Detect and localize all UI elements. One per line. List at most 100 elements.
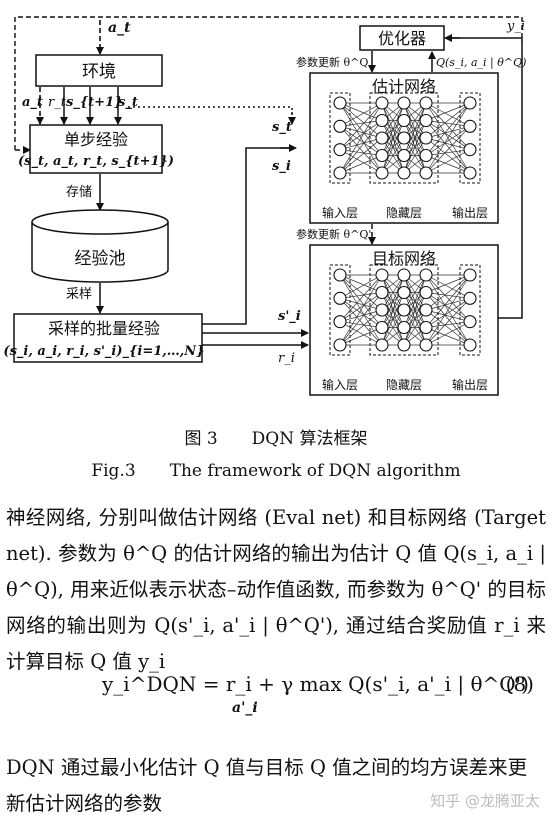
exp-tuple: (s_t, a_t, r_t, s_{t+1}) — [18, 154, 174, 169]
network-connection — [339, 149, 383, 174]
network-connection — [425, 274, 471, 346]
label-si: s_i — [272, 159, 291, 174]
equation-max-subscript: a'_i — [232, 700, 258, 716]
neuron-node — [333, 291, 347, 305]
network-connection — [425, 102, 471, 150]
body-paragraph-text: 神经网络, 分别叫做估计网络 (Eval net) 和目标网络 (Target … — [6, 506, 546, 673]
network-connection — [339, 126, 383, 156]
neuron-node — [333, 268, 347, 282]
network-connection — [339, 309, 383, 323]
equation-body: y_i^DQN = r_i + γ max Q(s'_i, a'_i | θ^Q… — [102, 672, 529, 696]
network-connection — [425, 126, 471, 174]
neuron-node — [375, 320, 389, 335]
network-connection — [339, 155, 383, 174]
network-connection — [425, 137, 471, 151]
network-connection — [425, 321, 471, 346]
target-net-label: 目标网络 — [372, 249, 436, 268]
yi-path — [446, 37, 523, 319]
label-param-update-q: 参数更新 θ^Q — [296, 55, 368, 69]
neuron-node — [463, 338, 477, 352]
outer-dashed-loop — [14, 16, 523, 150]
network-connection — [425, 321, 471, 328]
neuron-node — [375, 303, 389, 317]
neuron-node — [397, 320, 411, 335]
network-connection — [425, 102, 471, 156]
label-q-output: Q(s_i, a_i | θ^Q) — [436, 56, 526, 70]
figure-caption-cn: 图 3 DQN 算法框架 — [184, 429, 368, 449]
network-connection — [425, 155, 471, 174]
network-connection — [339, 102, 383, 150]
network-connection — [425, 102, 471, 174]
neuron-node — [419, 285, 433, 300]
network-connection — [339, 292, 383, 299]
network-connection — [339, 297, 383, 311]
neuron-node — [397, 131, 411, 145]
network-connection — [425, 297, 471, 311]
target-input-layer-label: 输入层 — [322, 377, 358, 392]
network-connection — [339, 102, 383, 121]
network-connection — [425, 292, 471, 322]
batch-tuple: (s_i, a_i, r_i, s'_i)_{i=1,…,N} — [3, 344, 204, 359]
network-connection — [425, 120, 471, 150]
neuron-node — [375, 131, 389, 145]
network-connection — [425, 149, 471, 156]
neuron-node — [463, 291, 477, 305]
pool-cylinder — [31, 222, 169, 283]
output-layer-frame — [459, 92, 481, 184]
network-connection — [425, 102, 471, 127]
network-connection — [339, 102, 383, 174]
watermark: 知乎 @龙腾亚太 — [430, 792, 540, 810]
network-connection — [339, 102, 383, 139]
network-connection — [381, 274, 405, 311]
network-connection — [381, 120, 405, 174]
label-yi: y_i — [506, 19, 525, 34]
network-connection — [425, 120, 471, 127]
neuron-node — [333, 338, 347, 352]
network-connection — [339, 102, 383, 156]
eval-net-label: 估计网络 — [372, 77, 436, 96]
network-connection — [381, 274, 405, 346]
label-st: s_t — [272, 120, 292, 135]
neuron-node — [419, 320, 433, 335]
network-connection — [425, 298, 471, 328]
network-connection — [381, 274, 405, 328]
neuron-node — [397, 96, 411, 110]
network-connection — [339, 120, 383, 150]
neuron-node — [397, 166, 411, 180]
hidden-layer-frame — [369, 264, 439, 356]
label-store: 存储 — [66, 185, 92, 200]
equation-number: (8) — [505, 672, 534, 696]
network-connection — [339, 327, 383, 346]
network-connection — [339, 298, 383, 328]
si-path — [202, 147, 294, 325]
network-connection — [425, 125, 471, 139]
neuron-node — [333, 166, 347, 180]
network-connection — [381, 137, 405, 174]
network-connection — [339, 125, 383, 139]
network-connection — [425, 274, 471, 322]
figure-caption-en: Fig.3 The framework of DQN algorithm — [91, 461, 461, 481]
network-connection — [425, 292, 471, 299]
neuron-node — [375, 166, 389, 180]
neuron-node — [419, 113, 433, 128]
label-sample: 采样 — [66, 287, 92, 302]
final-paragraph-text: DQN 通过最小化估计 Q 值与目标 Q 值之间的均方误差来更新估计网络的参数 — [6, 756, 528, 815]
eval-hidden-layer-label: 隐藏层 — [386, 206, 422, 220]
neuron-node — [375, 285, 389, 300]
network-connection — [425, 137, 471, 174]
network-connection — [339, 274, 383, 311]
neuron-node — [419, 303, 433, 317]
neuron-node — [419, 338, 433, 352]
network-connection — [403, 102, 427, 156]
network-connection — [339, 274, 383, 346]
network-connection — [425, 309, 471, 323]
network-connection — [381, 102, 405, 139]
neuron-node — [375, 113, 389, 128]
output-layer-frame — [459, 264, 481, 356]
neuron-node — [375, 268, 389, 282]
neuron-node — [333, 96, 347, 110]
eval-output-layer-label: 输出层 — [452, 205, 488, 220]
network-connection — [425, 292, 471, 346]
dqn-framework-figure: a_t 环境 a_t r_t s_{t+1} s_t 单步经验 (s_t, a_… — [3, 16, 526, 396]
network-connection — [339, 120, 383, 174]
